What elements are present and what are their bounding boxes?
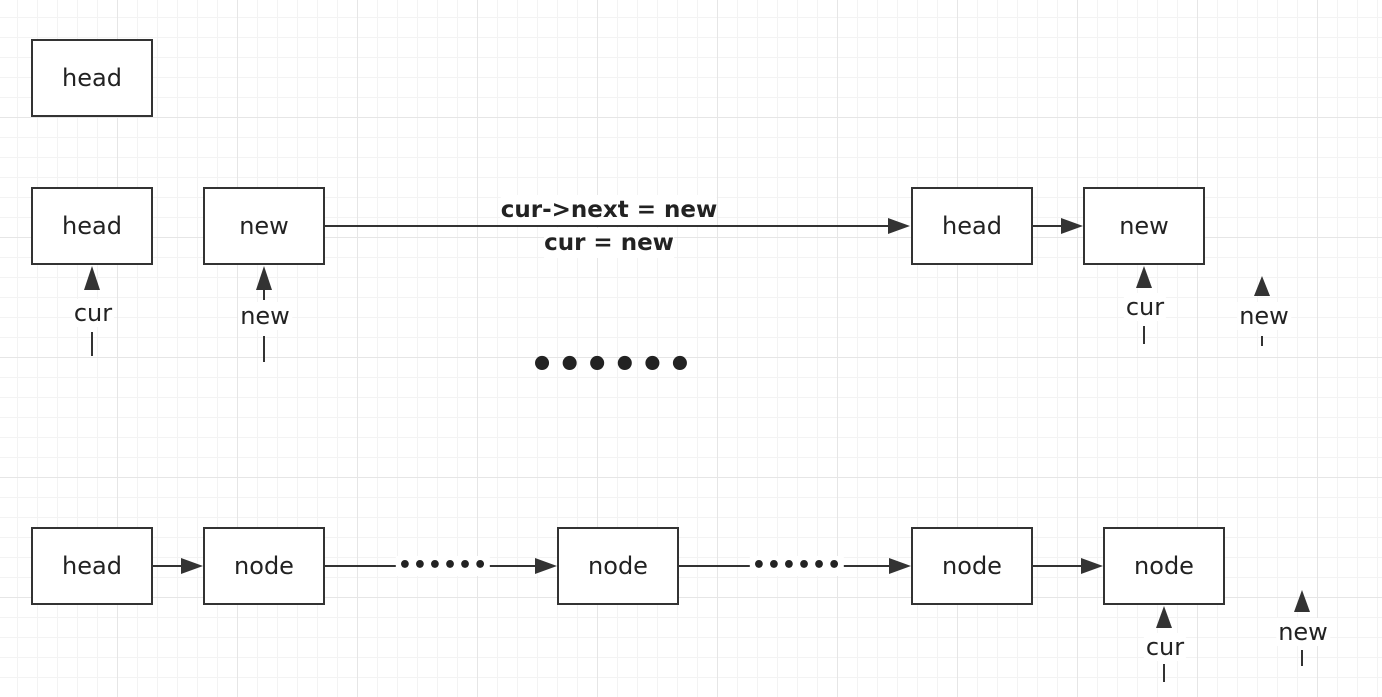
code-line-1: cur->next = new [500,195,718,225]
list-node-box: node [1103,527,1225,605]
head-node-box: head [911,187,1033,265]
final-cur-pointer-label: cur [1143,633,1187,661]
link-arrowhead [889,558,911,574]
final-cur-pointer-arrowhead [1156,606,1172,628]
node-label: new [239,212,289,240]
ellipsis: •••••• [529,342,695,388]
node-label: node [234,552,294,580]
result-cur-pointer-label: cur [1123,293,1167,321]
node-label: node [1134,552,1194,580]
list-node-box: node [557,527,679,605]
node-label: node [588,552,648,580]
node-label: new [1119,212,1169,240]
head-node-box: head [31,187,153,265]
list-node-box: node [203,527,325,605]
result-new-pointer-label: new [1237,302,1291,330]
new-node-box: new [1083,187,1205,265]
node-label: head [942,212,1002,240]
head-node-box: head [31,39,153,117]
final-new-pointer-label: new [1276,618,1330,646]
final-new-pointer-arrowhead [1294,590,1310,612]
new-pointer-label: new [238,302,292,330]
code-line-2: cur = new [544,228,674,258]
new-pointer-arrowhead [256,266,272,290]
list-node-box: node [911,527,1033,605]
cur-pointer-arrowhead [84,266,100,290]
link-arrowhead [1081,558,1103,574]
link-arrowhead [181,558,203,574]
gap-ellipsis: •••••• [395,553,491,578]
node-label: node [942,552,1002,580]
cur-pointer-label: cur [71,299,115,327]
link-arrowhead [535,558,557,574]
node-label: head [62,64,122,92]
node-label: head [62,552,122,580]
node-label: head [62,212,122,240]
gap-ellipsis: •••••• [749,553,845,578]
head-node-box: head [31,527,153,605]
link-arrowhead [1061,218,1083,234]
result-new-pointer-arrowhead [1254,276,1270,296]
transition-arrowhead [888,218,910,234]
new-node-box: new [203,187,325,265]
result-cur-pointer-arrowhead [1136,266,1152,288]
